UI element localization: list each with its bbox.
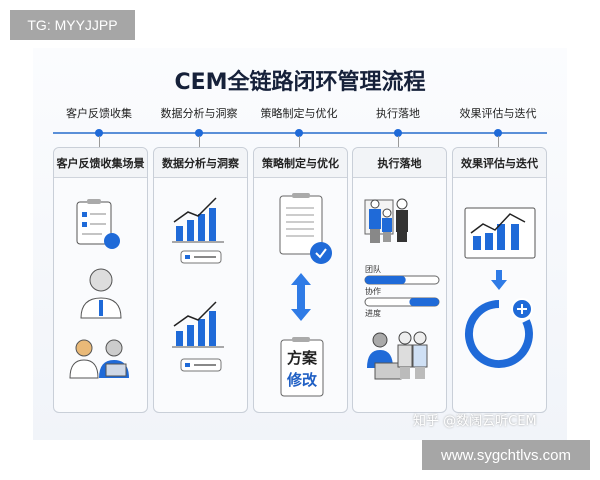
timeline-stem bbox=[398, 136, 399, 148]
doc-line1: 方案 bbox=[287, 349, 318, 367]
bottom-watermark: www.sygchtlvs.com bbox=[422, 440, 590, 470]
document-icon bbox=[279, 193, 323, 255]
card-title: 效果评估与迭代 bbox=[453, 148, 546, 178]
timeline-dot bbox=[494, 129, 502, 137]
timeline-dot bbox=[295, 129, 303, 137]
timeline-label: 效果评估与迭代 bbox=[459, 107, 537, 120]
timeline-label: 策略制定与优化 bbox=[260, 107, 338, 120]
progress-bar bbox=[364, 297, 440, 307]
timeline-dot bbox=[195, 129, 203, 137]
card-title: 执行落地 bbox=[353, 148, 446, 178]
timeline-stem bbox=[199, 136, 200, 148]
person-icon bbox=[80, 268, 122, 319]
card-title: 客户反馈收集场景 bbox=[54, 148, 147, 178]
arrow-down-icon bbox=[491, 270, 507, 290]
timeline-stem bbox=[498, 136, 499, 148]
card-execution: 执行落地 团队 协作 进度 bbox=[352, 147, 447, 413]
doc-line2: 修改 bbox=[286, 371, 318, 389]
timeline-label: 数据分析与洞察 bbox=[160, 107, 238, 120]
meeting-icon bbox=[367, 331, 428, 380]
analysis-illustration bbox=[172, 197, 224, 372]
timeline-label: 执行落地 bbox=[376, 107, 420, 120]
execution-illustration: 团队 协作 进度 bbox=[364, 198, 440, 380]
progress-label: 进度 bbox=[365, 308, 381, 318]
check-icon bbox=[310, 242, 332, 264]
card-title: 数据分析与洞察 bbox=[154, 148, 247, 178]
metric-pill bbox=[180, 250, 222, 264]
credit-watermark: 知乎 @数阔云听CEM bbox=[413, 414, 537, 429]
badge-icon bbox=[104, 233, 120, 249]
card-title: 策略制定与优化 bbox=[254, 148, 347, 178]
progress-label: 团队 bbox=[365, 264, 381, 274]
bar-chart-icon bbox=[172, 197, 224, 243]
page-title: CEM全链路闭环管理流程 bbox=[174, 70, 426, 95]
feedback-illustration bbox=[69, 199, 129, 379]
strategy-illustration: 方案 修改 bbox=[279, 193, 332, 397]
team-icon bbox=[364, 198, 408, 243]
timeline-label: 客户反馈收集 bbox=[66, 107, 132, 120]
card-analysis: 数据分析与洞察 bbox=[153, 147, 248, 413]
team-icon bbox=[69, 339, 129, 379]
clipboard-icon bbox=[76, 199, 112, 245]
top-watermark: TG: MYYJJPP bbox=[10, 10, 135, 40]
progress-bar bbox=[364, 275, 440, 285]
chart-board-icon bbox=[464, 207, 536, 259]
double-arrow-icon bbox=[291, 273, 311, 321]
infographic: CEM全链路闭环管理流程 客户反馈收集 数据分析与洞察 策略制定与优化 执行落地… bbox=[33, 48, 567, 440]
timeline-dot bbox=[394, 129, 402, 137]
timeline-stem bbox=[99, 136, 100, 148]
metric-pill bbox=[180, 358, 222, 372]
evaluation-illustration bbox=[464, 207, 536, 368]
card-evaluation: 效果评估与迭代 bbox=[452, 147, 547, 413]
card-strategy: 策略制定与优化 方案 修改 bbox=[253, 147, 348, 413]
bar-chart-icon bbox=[172, 301, 224, 348]
timeline-stem bbox=[299, 136, 300, 148]
card-feedback: 客户反馈收集场景 bbox=[53, 147, 148, 413]
cycle-icon bbox=[465, 298, 533, 368]
progress-label: 协作 bbox=[365, 286, 381, 296]
timeline-dot bbox=[95, 129, 103, 137]
